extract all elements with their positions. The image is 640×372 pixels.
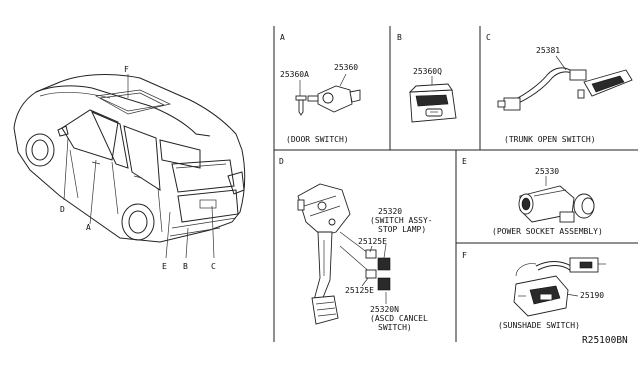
panel-d-letter: D: [279, 157, 284, 166]
callout-a: A: [86, 223, 91, 232]
part-25320-desc-1: (SWITCH ASSY-: [370, 216, 433, 225]
sunshade-switch-drawing: [513, 257, 606, 317]
part-25190-label: 25190: [580, 291, 604, 300]
part-25320-label: 25320: [378, 207, 402, 216]
part-25320n-label: 25320N: [370, 305, 399, 314]
panel-f-letter: F: [462, 251, 467, 260]
panel-c-letter: C: [486, 33, 491, 42]
callout-c: C: [211, 262, 216, 271]
part-25381-label: 25381: [536, 46, 560, 55]
part-25360-label: 25360: [334, 63, 358, 72]
callout-e: E: [162, 262, 167, 271]
vehicle-illustration: [13, 74, 246, 259]
part-25320-desc-2: STOP LAMP): [378, 225, 426, 234]
panel-grid: [273, 26, 638, 342]
panel-f: F 25190 (SUNSHADE SWITCH): [462, 251, 606, 330]
panel-e-caption: (POWER SOCKET ASSEMBLY): [492, 227, 603, 236]
part-25330-label: 25330: [535, 167, 559, 176]
callout-d: D: [60, 205, 65, 214]
panel-e-letter: E: [462, 157, 467, 166]
callout-f: F: [124, 65, 129, 74]
power-socket-drawing: [518, 176, 595, 223]
panel-d: D 25320 (SWITCH ASSY- STOP LAMP) 25125E …: [279, 157, 433, 332]
panel-a: A 25360A 25360 (DOOR SWITCH): [280, 33, 361, 144]
panel-f-caption: (SUNSHADE SWITCH): [498, 321, 580, 330]
panel-b-letter: B: [397, 33, 402, 42]
part-25360a-label: 25360A: [280, 70, 309, 79]
part-25320n-desc-1: (ASCD CANCEL: [370, 314, 428, 323]
callout-b: B: [183, 262, 188, 271]
switch-25360q-drawing: [408, 76, 457, 123]
part-25125e-lower-label: 25125E: [345, 286, 374, 295]
door-switch-drawing: [295, 73, 361, 116]
diagram-code: R25100BN: [582, 335, 628, 346]
part-25360q-label: 25360Q: [413, 67, 442, 76]
part-25125e-upper-label: 25125E: [358, 237, 387, 246]
pedal-assembly-drawing: [297, 183, 391, 325]
panel-c-caption: (TRUNK OPEN SWITCH): [504, 135, 596, 144]
panel-b: B 25360Q: [397, 33, 457, 123]
panel-c: C 25381 (TRUNK OPEN SWITCH): [486, 33, 633, 144]
trunk-switch-drawing: [497, 55, 633, 111]
panel-a-caption: (DOOR SWITCH): [286, 135, 349, 144]
part-25320n-desc-2: SWITCH): [378, 323, 412, 332]
panel-a-letter: A: [280, 33, 285, 42]
panel-e: E 25330 (POWER SOCKET ASSEMBLY): [462, 157, 603, 236]
